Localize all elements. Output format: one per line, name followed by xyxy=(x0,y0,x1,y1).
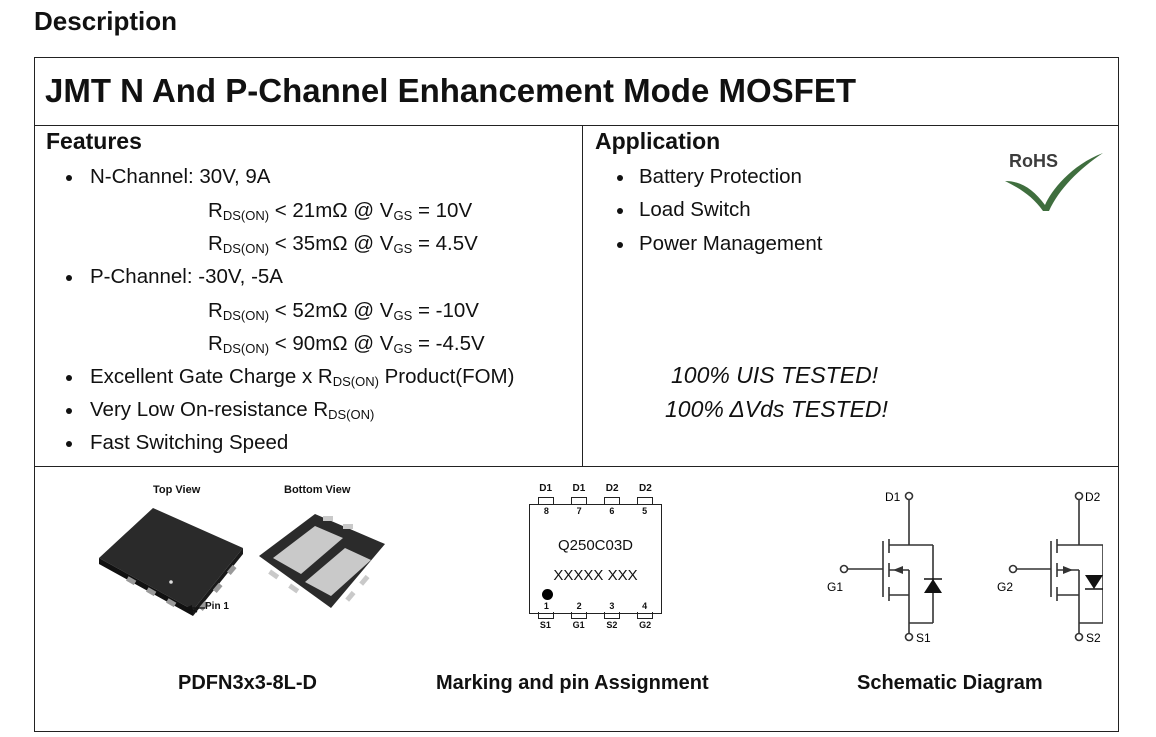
d1-label: D1 xyxy=(885,490,901,504)
schematic-caption: Schematic Diagram xyxy=(857,672,1043,694)
application-heading: Application xyxy=(595,128,721,154)
product-title: JMT N And P-Channel Enhancement Mode MOS… xyxy=(45,72,856,109)
p-rds-10v: RDS(ON) < 52mΩ @ VGS = -10V xyxy=(208,299,479,323)
gate-charge-feature: Excellent Gate Charge x RDS(ON) Product(… xyxy=(90,365,515,389)
top-pin-names: D1 D1 D2 D2 xyxy=(539,483,652,494)
package-top-view xyxy=(99,508,243,616)
rohs-text: RoHS xyxy=(1009,151,1058,171)
divider-figures xyxy=(35,466,1118,467)
bottom-view-label: Bottom View xyxy=(284,484,351,496)
top-pin-pads xyxy=(529,497,662,504)
marking-code: Q250C03D xyxy=(557,537,634,554)
body-diode-2 xyxy=(1085,575,1103,589)
pin1-dot xyxy=(542,589,553,600)
body-diode-1 xyxy=(924,579,942,593)
n-channel-arrow xyxy=(893,566,903,574)
marking-lot: XXXXX XXX xyxy=(553,567,638,584)
bullet xyxy=(66,275,72,281)
bullet xyxy=(617,208,623,214)
n-channel-spec: N-Channel: 30V, 9A xyxy=(90,165,271,188)
p-mosfet-symbol xyxy=(1008,491,1103,642)
bottom-pin-pads xyxy=(529,612,662,619)
bullet xyxy=(66,441,72,447)
bullet xyxy=(617,175,623,181)
application-item: Load Switch xyxy=(639,198,751,221)
n-rds-10v: RDS(ON) < 21mΩ @ VGS = 10V xyxy=(208,199,473,223)
marking-diagram: D1 D1 D2 D2 8 7 6 5 Q250C03D XXXXX XXX 1… xyxy=(529,483,662,631)
bullet xyxy=(66,408,72,414)
pin1-pointer xyxy=(185,605,205,611)
application-item: Battery Protection xyxy=(639,165,802,188)
s1-label: S1 xyxy=(916,631,931,645)
package-outline: 8 7 6 5 Q250C03D XXXXX XXX 1 2 3 4 xyxy=(529,504,662,614)
top-view-label: Top View xyxy=(153,484,201,496)
s2-label: S2 xyxy=(1086,631,1101,645)
marking-caption: Marking and pin Assignment xyxy=(436,672,709,694)
uis-tested: 100% UIS TESTED! xyxy=(671,362,879,388)
bottom-pin-numbers: 1 2 3 4 xyxy=(543,601,648,611)
d2-label: D2 xyxy=(1085,490,1101,504)
section-heading: Description xyxy=(34,6,178,36)
rohs-logo: RoHS xyxy=(1005,151,1103,211)
divider-columns xyxy=(582,125,583,466)
dvds-tested: 100% ΔVds TESTED! xyxy=(665,396,888,422)
bullet xyxy=(66,175,72,181)
divider-title xyxy=(35,125,1118,126)
pin1-label: Pin 1 xyxy=(205,601,229,612)
checkmark-icon xyxy=(1005,153,1103,211)
p-channel-arrow xyxy=(1063,566,1073,574)
description-box: JMT N And P-Channel Enhancement Mode MOS… xyxy=(34,57,1119,732)
n-rds-4v5: RDS(ON) < 35mΩ @ VGS = 4.5V xyxy=(208,232,478,256)
top-pin-numbers: 8 7 6 5 xyxy=(543,506,648,516)
fast-switching-feature: Fast Switching Speed xyxy=(90,431,289,454)
g1-label: G1 xyxy=(827,580,843,594)
package-bottom-view xyxy=(259,514,385,608)
bottom-pin-names: S1 G1 S2 G2 xyxy=(539,620,652,630)
g2-label: G2 xyxy=(997,580,1013,594)
package-illustration xyxy=(99,508,385,616)
bullet xyxy=(617,242,623,248)
p-channel-spec: P-Channel: -30V, -5A xyxy=(90,265,283,288)
p-rds-4v5: RDS(ON) < 90mΩ @ VGS = -4.5V xyxy=(208,332,485,356)
low-rds-feature: Very Low On-resistance RDS(ON) xyxy=(90,398,375,422)
schematic-diagram: D1 D2 G1 G2 S1 S2 xyxy=(827,490,1103,645)
n-mosfet-symbol xyxy=(839,491,934,642)
package-caption: PDFN3x3-8L-D xyxy=(178,672,317,694)
application-item: Power Management xyxy=(639,232,823,255)
bullet xyxy=(66,375,72,381)
features-heading: Features xyxy=(46,128,142,154)
